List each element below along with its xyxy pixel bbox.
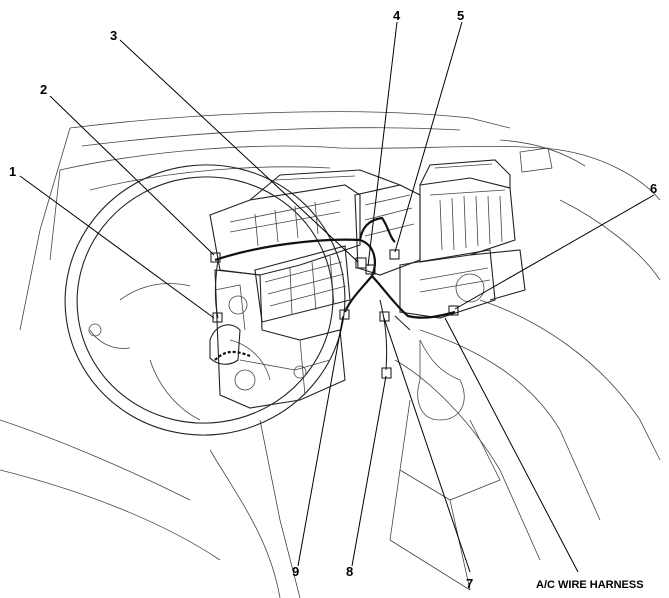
ac-wire-harness-label: A/C WIRE HARNESS — [536, 579, 644, 591]
callout-1: 1 — [9, 164, 16, 179]
callout-3: 3 — [110, 28, 117, 43]
connector-5-shape — [389, 249, 400, 260]
connector-8-shape — [381, 367, 392, 379]
callout-6: 6 — [650, 181, 657, 196]
steering-wheel — [64, 164, 346, 436]
car-interior-outline — [0, 111, 661, 598]
hvac-unit — [209, 159, 526, 409]
callout-4: 4 — [393, 8, 401, 23]
callout-7: 7 — [466, 576, 473, 591]
callout-5: 5 — [457, 8, 464, 23]
leader-lines — [19, 21, 655, 573]
callout-9: 9 — [292, 564, 299, 579]
connector-6-shape — [448, 305, 459, 316]
connector-2-shape — [210, 252, 221, 263]
connector-4-shape — [365, 264, 376, 275]
callout-8: 8 — [346, 564, 353, 579]
connector-3-shape — [355, 257, 367, 269]
callout-2: 2 — [40, 82, 47, 97]
ac-wire-harness — [210, 216, 459, 379]
connector-9-shape — [339, 309, 350, 320]
